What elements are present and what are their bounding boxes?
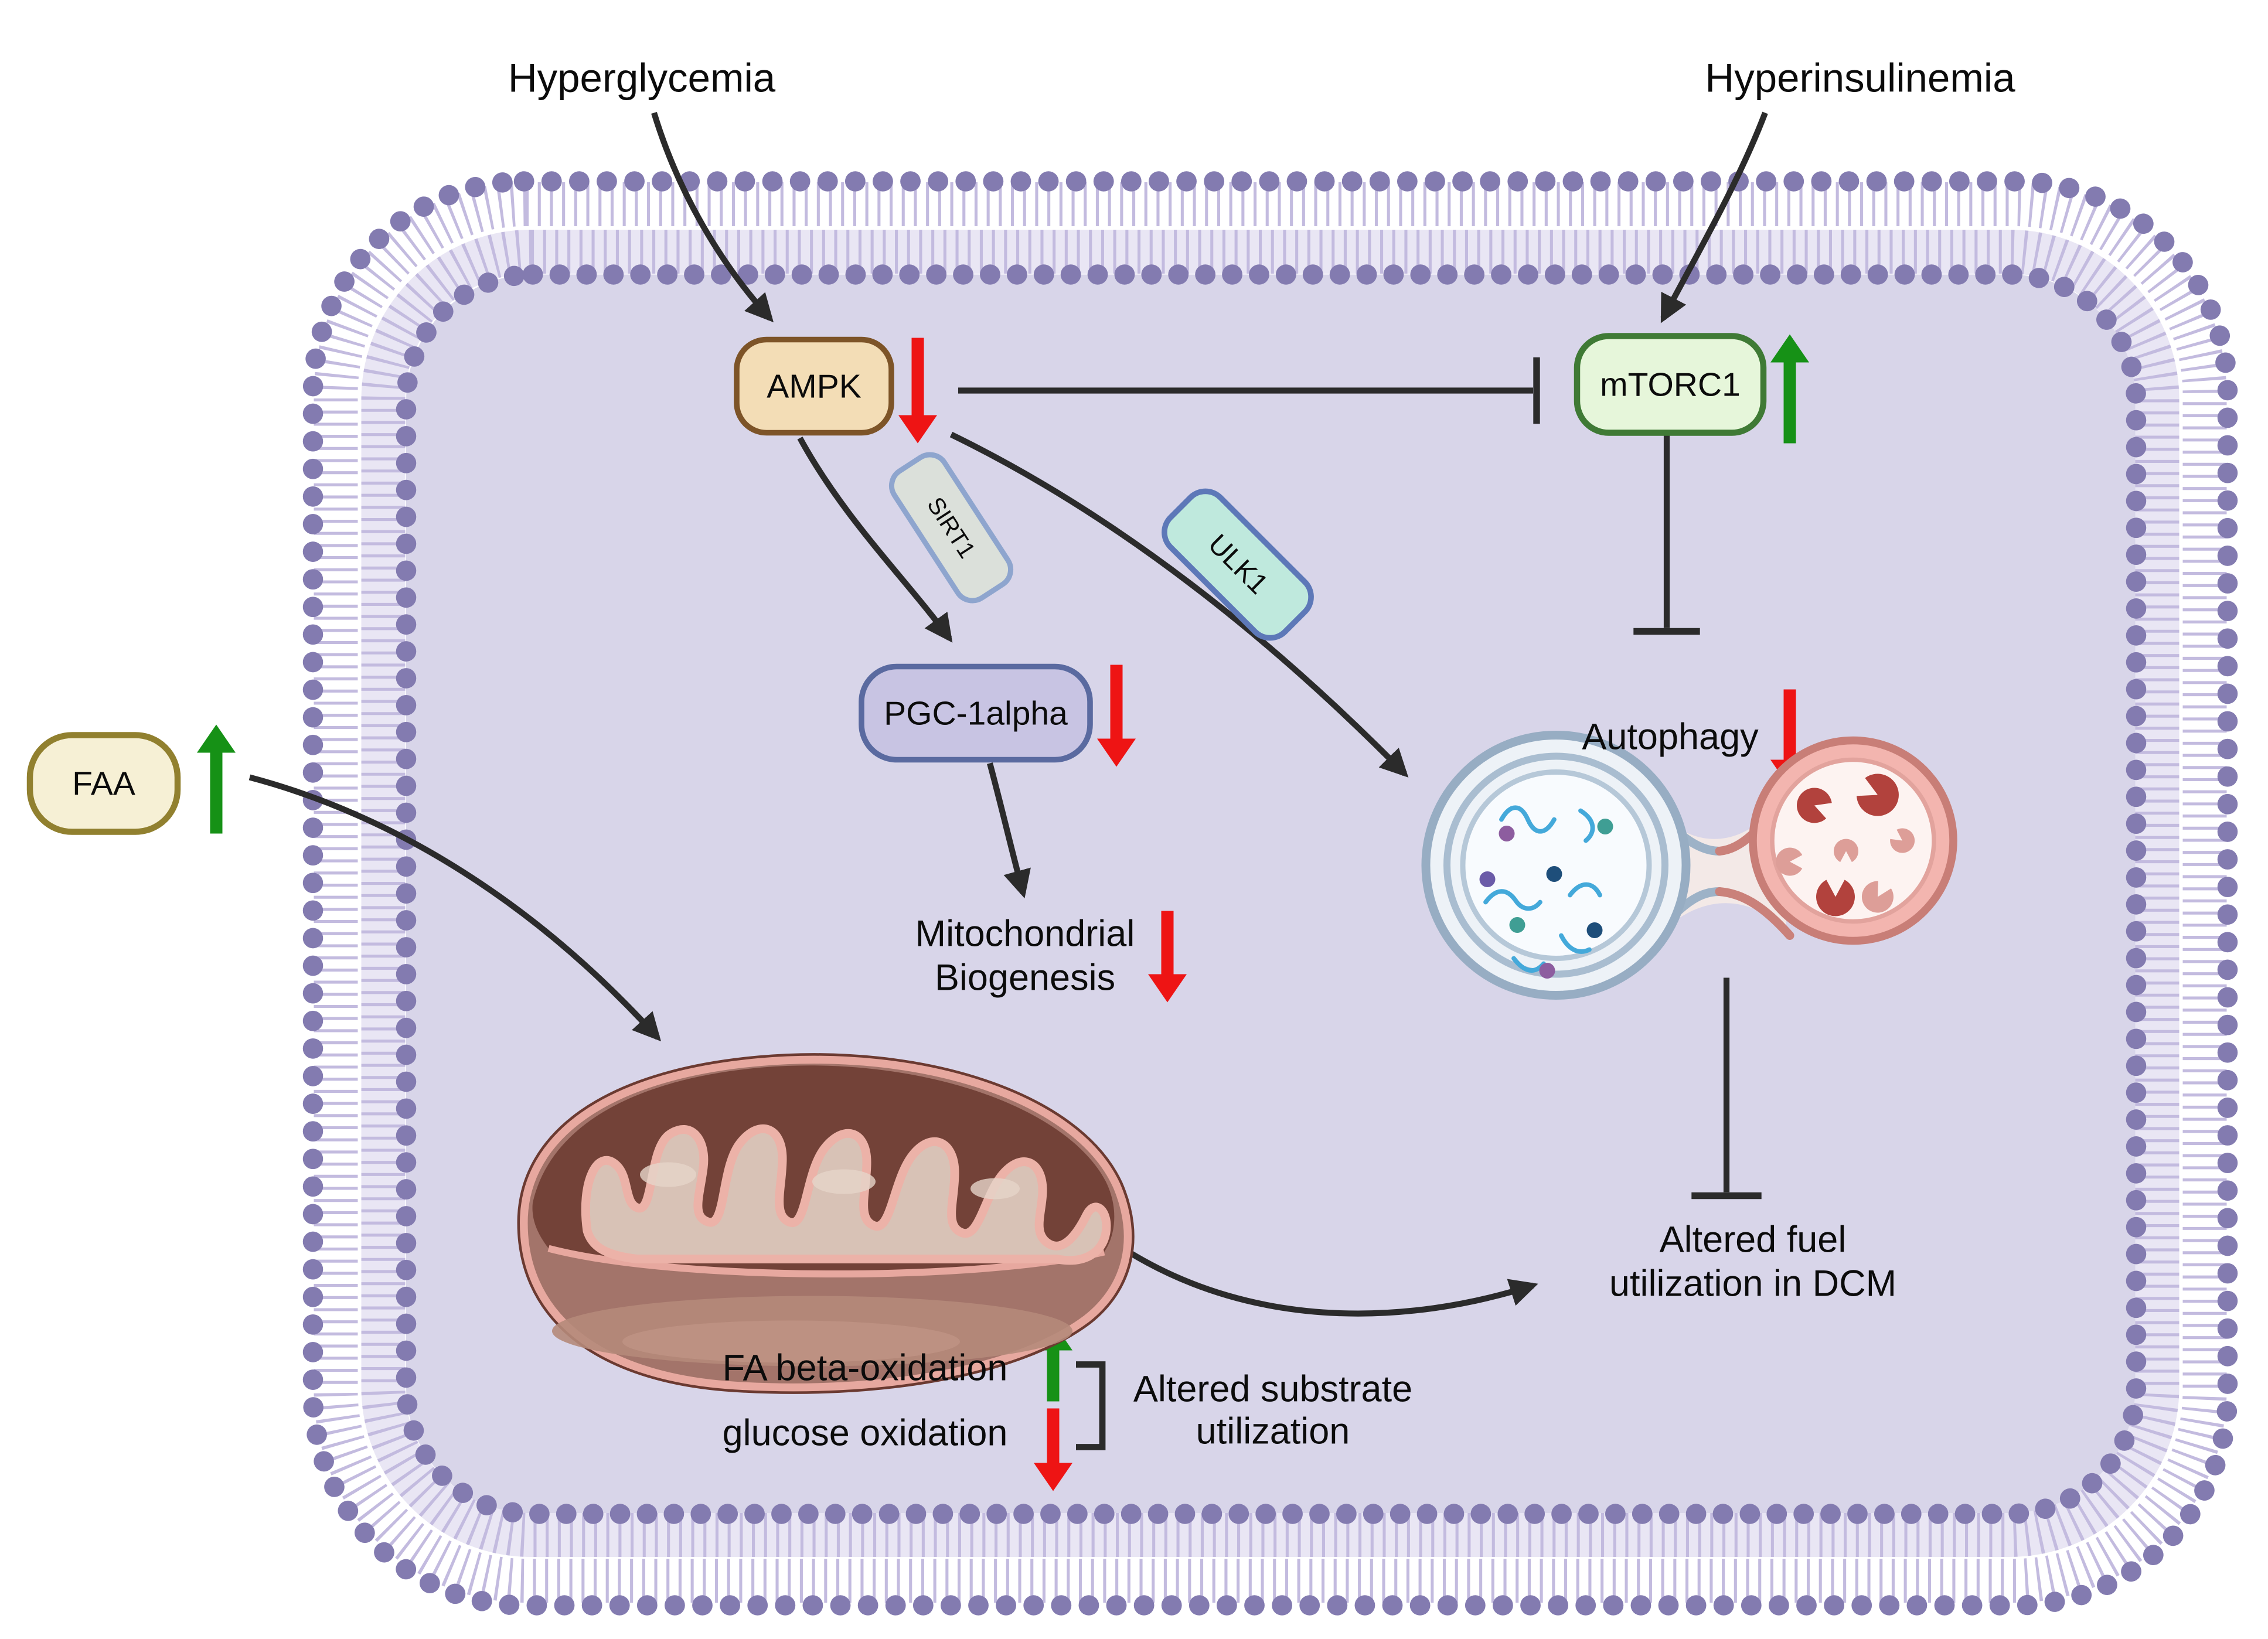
pgc1alpha-node	[859, 663, 1093, 763]
membrane-outer-heads	[302, 171, 2238, 1616]
arrow-faa-to-mitochondrion	[248, 774, 662, 1042]
membrane-inner-heads	[396, 264, 2147, 1524]
arrow-ampk-to-autophagosome	[949, 431, 1409, 778]
bracket-altered-substrate	[1076, 1361, 1106, 1450]
sirt1-tag	[888, 452, 1014, 604]
decrease-arrow-mitochondrial-biogenesis	[1148, 911, 1187, 1003]
arrow-pgc1alpha-to-mitochondrial-biogenesis	[987, 762, 1031, 899]
altered-substrate-label-line2: utilization	[1196, 1411, 1350, 1452]
mitochondrion-belly-sheen	[622, 1320, 960, 1363]
altered-substrate-label-line1: Altered substrate	[1133, 1369, 1412, 1410]
autophagosome-inner-membrane	[1460, 769, 1652, 961]
mitochondrial-biogenesis-label-line2: Biogenesis	[935, 957, 1115, 999]
altered-fuel-label-line2: utilization in DCM	[1609, 1263, 1896, 1304]
increase-arrow-faa	[197, 724, 236, 834]
membrane-inner-leaflet-band	[361, 230, 2180, 1557]
mitochondrion-illustration	[517, 1053, 1135, 1394]
autophagy-label: Autophagy	[1582, 717, 1759, 758]
autophagosome-lysosome-fusion-illustration	[1421, 731, 1957, 1000]
mtorc1-node	[1574, 333, 1767, 436]
pgc1alpha-label: PGC-1alpha	[884, 695, 1068, 732]
arrow-mitochondrion-to-altered-fuel	[1127, 1249, 1538, 1317]
increase-arrow-mtorc1	[1770, 334, 1809, 444]
faa-node	[26, 732, 181, 835]
decrease-arrow-pgc1alpha	[1097, 665, 1136, 767]
mitochondrial-biogenesis-label-line1: Mitochondrial	[915, 914, 1135, 955]
arrow-ampk-to-pgc1alpha	[797, 437, 953, 643]
arrow-hyperglycemia-to-ampk	[651, 112, 774, 323]
arrow-hyperinsulinemia-to-mtorc1	[1660, 111, 1768, 323]
mitochondrion-cristae	[581, 1124, 1111, 1265]
faa-label: FAA	[72, 765, 135, 803]
hyperinsulinemia-label: Hyperinsulinemia	[1705, 56, 2015, 101]
ampk-label: AMPK	[767, 368, 861, 406]
matrix-highlight	[640, 1162, 696, 1187]
cargo-particles	[1479, 819, 1613, 979]
hyperglycemia-label: Hyperglycemia	[508, 56, 776, 101]
glucose-oxidation-label: glucose oxidation	[723, 1413, 1008, 1454]
altered-fuel-label-line1: Altered fuel	[1660, 1219, 1847, 1260]
fa-beta-oxidation-label: FA beta-oxidation	[723, 1348, 1008, 1389]
nodes: AMPK mTORC1 SIRT1 ULK1 PGC-1alpha FAA	[26, 333, 1767, 835]
ulk1-tag	[1162, 488, 1314, 641]
decrease-arrow-ampk	[898, 338, 937, 444]
mtorc1-label: mTORC1	[1600, 366, 1741, 404]
decrease-arrow-glucose-oxidation	[1034, 1408, 1072, 1491]
autophagosome-middle-membrane	[1443, 752, 1668, 978]
ampk-node	[734, 336, 894, 436]
matrix-highlight	[970, 1178, 1020, 1200]
connectors	[248, 111, 1768, 1450]
matrix-highlight	[812, 1169, 876, 1194]
lysosomal-enzyme-icons	[1776, 774, 1915, 916]
neck-wall	[1715, 887, 1794, 940]
text-labels: Hyperglycemia Hyperinsulinemia Autophagy…	[508, 56, 2015, 1454]
